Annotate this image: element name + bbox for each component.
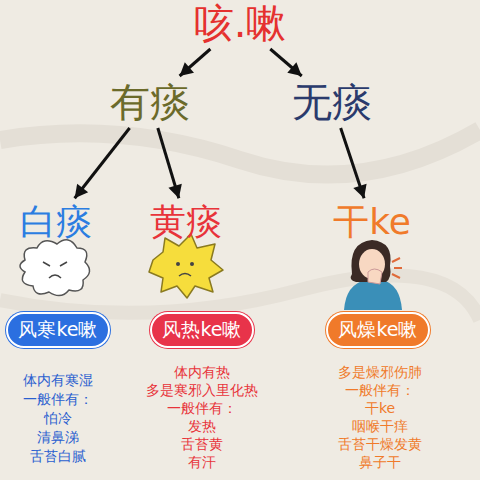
symptom-note: 有汗	[188, 454, 216, 470]
white-phlegm-blob	[20, 240, 90, 296]
category-node: 有痰	[104, 79, 196, 125]
connector-arrow	[75, 128, 130, 198]
node-text: 干ke	[333, 202, 411, 242]
blob-outline	[149, 234, 223, 298]
symptom-note: 怕冷	[44, 410, 72, 426]
symptom-note: 体内有热	[174, 364, 230, 380]
symptom-note: 体内有寒湿	[23, 372, 93, 388]
category-node: 无痰	[286, 79, 378, 125]
blob-outline	[20, 240, 90, 296]
syndrome-pill: 风寒ke嗽	[6, 312, 109, 348]
woman-body	[344, 280, 402, 310]
blob-eye	[176, 262, 180, 266]
node-text: 咳.嗽	[194, 1, 287, 45]
node-text: 有痰	[110, 80, 190, 124]
symptom-note: 干ke	[365, 400, 395, 416]
arrowhead	[353, 184, 366, 199]
arrowhead	[75, 184, 89, 199]
node-text: 风燥ke嗽	[338, 317, 417, 343]
symptom-note: 咽喉干痒	[352, 418, 408, 434]
node-text: 风寒ke嗽	[18, 317, 97, 343]
connector-arrow	[270, 49, 301, 76]
symptom-note: 舌苔黄	[181, 436, 223, 452]
node-text: 黄痰	[150, 202, 222, 242]
woman-hand	[368, 269, 382, 284]
yellow-phlegm-blob	[149, 234, 223, 298]
phlegm-type-node: 黄痰	[144, 201, 228, 243]
arrowhead	[180, 62, 194, 76]
arrowhead	[287, 62, 301, 76]
blob-mouth	[179, 274, 191, 277]
phlegm-type-node: 干ke	[327, 201, 417, 243]
phlegm-type-node: 白痰	[14, 201, 98, 243]
syndrome-pill: 风热ke嗽	[150, 312, 253, 348]
symptom-note: 一般伴有：	[345, 382, 415, 398]
blob-eye	[190, 262, 194, 266]
symptom-note: 舌苔白腻	[30, 448, 86, 464]
arrowhead	[168, 184, 181, 198]
symptom-note: 发热	[188, 418, 216, 434]
node-text: 无痰	[292, 80, 372, 124]
blob-eye	[43, 262, 67, 266]
coughing-woman	[344, 240, 402, 310]
node-text: 风热ke嗽	[162, 317, 241, 343]
title-node: 咳.嗽	[188, 0, 293, 46]
paper-streak	[0, 130, 480, 175]
syndrome-pill: 风燥ke嗽	[326, 312, 429, 348]
symptom-note: 多是燥邪伤肺	[338, 364, 422, 380]
symptom-note: 鼻子干	[359, 454, 401, 470]
symptom-note: 一般伴有：	[167, 400, 237, 416]
symptom-note: 多是寒邪入里化热	[146, 382, 258, 398]
blob-mouth	[49, 275, 61, 278]
cough-mark	[392, 258, 402, 278]
symptom-note: 一般伴有：	[23, 391, 93, 407]
symptom-note: 舌苔干燥发黄	[338, 436, 422, 452]
node-text: 白痰	[20, 202, 92, 242]
connector-arrow	[180, 49, 211, 76]
symptom-note: 清鼻涕	[37, 429, 79, 445]
